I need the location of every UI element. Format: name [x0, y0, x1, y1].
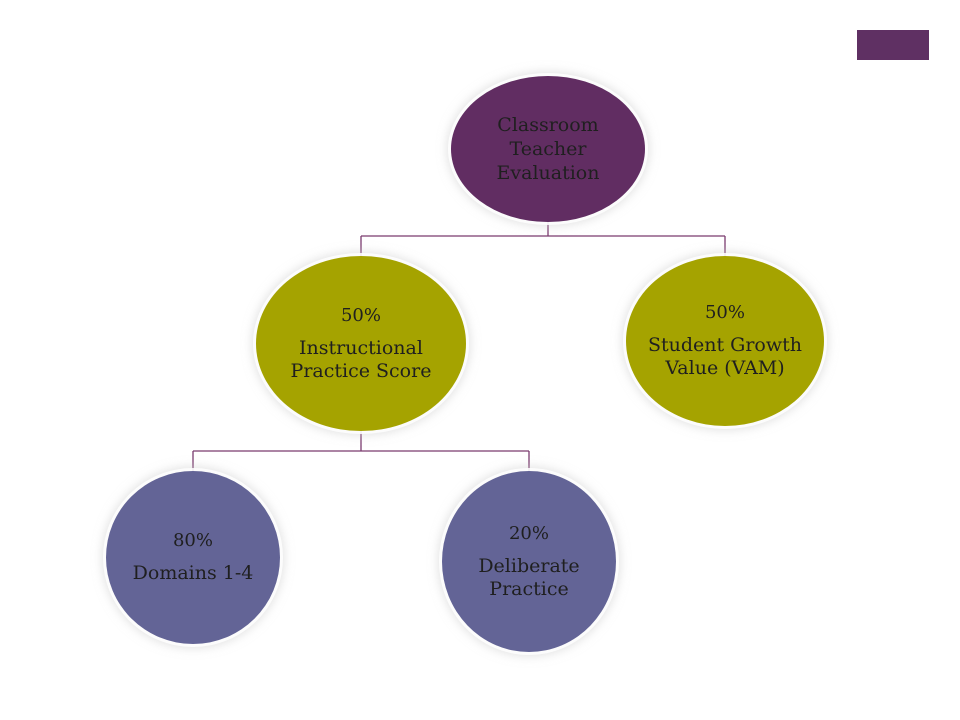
node-instructional-practice: 50% Instructional Practice Score	[256, 256, 466, 431]
node-student-growth-percent: 50%	[704, 302, 745, 323]
node-instructional-percent: 50%	[340, 304, 381, 326]
node-deliberate-practice: 20% Deliberate Practice	[442, 471, 616, 652]
node-domains-percent: 80%	[172, 530, 213, 551]
node-instructional-label: Instructional Practice Score	[290, 336, 432, 382]
corner-accent-block	[857, 30, 929, 60]
node-student-growth-label: Student Growth Value (VAM)	[647, 334, 803, 379]
node-deliberate-percent: 20%	[508, 522, 549, 544]
node-deliberate-label: Deliberate Practice	[478, 554, 580, 600]
node-student-growth: 50% Student Growth Value (VAM)	[626, 256, 824, 426]
node-root-label: Classroom Teacher Evaluation	[496, 114, 600, 184]
node-classroom-teacher-evaluation: Classroom Teacher Evaluation	[451, 76, 645, 222]
node-domains: 80% Domains 1-4	[106, 471, 280, 644]
node-domains-label: Domains 1-4	[132, 562, 254, 584]
